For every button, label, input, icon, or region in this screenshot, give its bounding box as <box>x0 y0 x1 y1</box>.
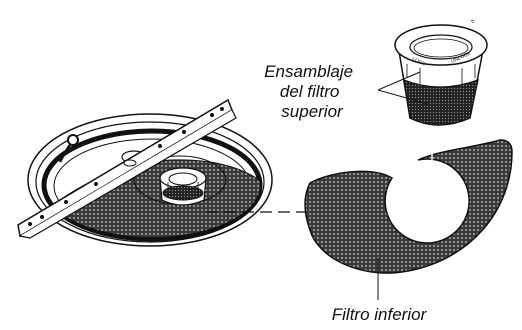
label-upper-filter-line-3: superior <box>281 102 344 121</box>
lower-filter-mesh <box>305 140 512 273</box>
seated-upper-filter <box>160 168 206 205</box>
label-upper-filter-line-2: del filtro <box>280 82 340 101</box>
upper-filter-assembly: UNLOCK LOCK ⟲ <box>395 18 487 125</box>
lower-filter <box>305 140 512 273</box>
svg-text:⟲: ⟲ <box>469 18 476 25</box>
label-upper-filter-line-1: Ensamblaje <box>264 62 353 81</box>
upper-filter-mesh <box>404 80 478 125</box>
label-lower-filter: Filtro inferior <box>332 305 428 324</box>
label-upper-filter: Ensamblaje del filtro superior <box>264 62 358 121</box>
dishwasher-basin <box>18 100 272 250</box>
